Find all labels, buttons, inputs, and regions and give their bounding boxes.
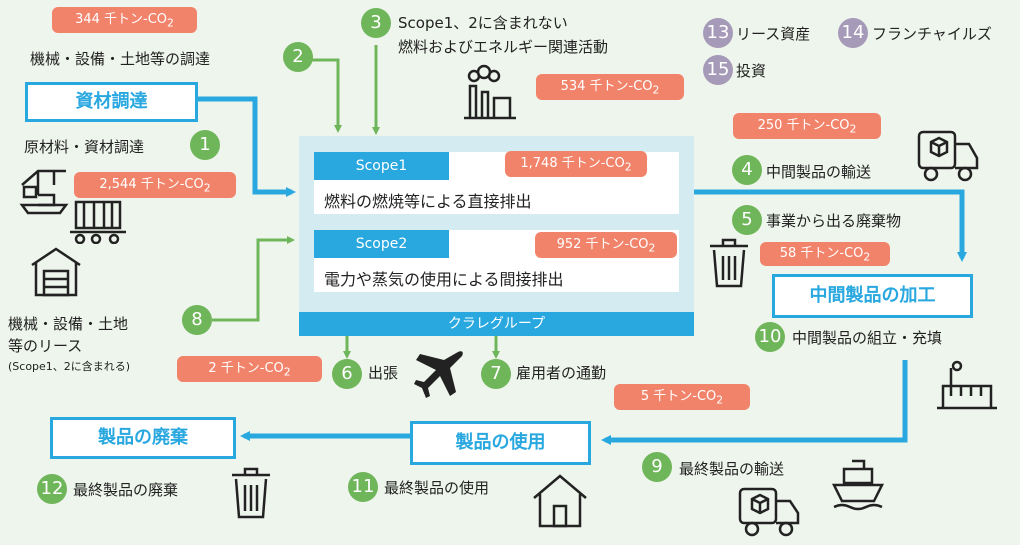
cargo-cart-icon <box>68 198 128 244</box>
cat3-number: 3 <box>361 8 391 38</box>
cat5-label: 事業から出る廃棄物 <box>766 212 902 230</box>
cat11-number: 11 <box>348 472 378 502</box>
cat12-number: 12 <box>37 474 67 504</box>
ship-icon <box>830 457 886 513</box>
scope2-description: 電力や蒸気の使用による間接排出 <box>324 270 564 289</box>
cat6-value-badge: 2 千トン-CO2 <box>177 356 322 382</box>
cat8-number: 8 <box>182 305 212 335</box>
cat3-value-badge: 534 千トン-CO2 <box>536 74 684 100</box>
cat4-number: 4 <box>732 155 762 185</box>
cat8-label-line2: 等のリース <box>8 337 83 355</box>
cat5-number: 5 <box>732 205 762 235</box>
group-label: クラレグループ <box>299 312 694 336</box>
processing-box: 中間製品の加工 <box>772 274 973 318</box>
cat13-number: 13 <box>703 18 733 48</box>
materials-box: 資材調達 <box>25 82 198 122</box>
cat6-label: 出張 <box>368 364 399 382</box>
scope2-value-badge: 952 千トン-CO2 <box>535 232 677 258</box>
cat1-number: 1 <box>190 130 220 160</box>
cat8-label-line1: 機械・設備・土地 <box>8 315 129 333</box>
cat10-label: 中間製品の組立・充填 <box>792 329 943 347</box>
scope1-description: 燃料の燃焼等による直接排出 <box>324 192 532 211</box>
cat1-label: 原材料・資材調達 <box>24 138 145 156</box>
scope2-panel: Scope2 電力や蒸気の使用による間接排出 <box>314 230 679 292</box>
house-icon <box>532 472 588 528</box>
trash-can-icon <box>230 465 272 519</box>
warehouse-icon <box>30 245 82 297</box>
factory-icon <box>460 62 520 120</box>
cat9-number: 9 <box>642 452 672 482</box>
plant-icon <box>935 360 999 412</box>
cat12-label: 最終製品の廃棄 <box>73 481 179 499</box>
cat14-number: 14 <box>838 18 868 48</box>
flow-processing-to-use <box>601 360 908 445</box>
cat7-number: 7 <box>481 359 511 389</box>
use-box: 製品の使用 <box>410 421 591 465</box>
scope2-tag: Scope2 <box>314 230 449 258</box>
cat2-value-badge: 344 千トン-CO2 <box>52 7 197 33</box>
flow-core-to-processing <box>694 189 967 262</box>
line-cat2 <box>300 58 342 133</box>
cat2-number: 2 <box>283 42 313 72</box>
line-cat8 <box>212 236 295 322</box>
cat7-value-badge: 5 千トン-CO2 <box>614 384 750 410</box>
delivery-truck-icon <box>736 483 802 539</box>
cat3-label-line2: 燃料およびエネルギー関連活動 <box>398 38 609 56</box>
cat15-number: 15 <box>703 55 733 85</box>
cat1-value-badge: 2,544 千トン-CO2 <box>74 172 236 198</box>
disposal-box: 製品の廃棄 <box>50 417 236 459</box>
cat14-label: フランチャイルズ <box>872 25 992 43</box>
cat2-label: 機械・設備・土地等の調達 <box>30 50 211 68</box>
cat11-label: 最終製品の使用 <box>384 479 490 497</box>
flow-materials-to-core <box>197 96 296 197</box>
cat13-label: リース資産 <box>736 25 811 43</box>
airplane-icon <box>410 348 466 400</box>
cat8-note: (Scope1、2に含まれる) <box>8 360 131 373</box>
scope1-tag: Scope1 <box>314 152 449 180</box>
cat9-label: 最終製品の輸送 <box>679 460 785 478</box>
cat4-label: 中間製品の輸送 <box>766 163 872 181</box>
cat4-value-badge: 250 千トン-CO2 <box>733 113 881 139</box>
delivery-truck-icon <box>915 124 981 184</box>
scope1-panel: Scope1 燃料の燃焼等による直接排出 <box>314 152 679 214</box>
cat7-label: 雇用者の通勤 <box>516 364 607 382</box>
cat10-number: 10 <box>755 322 785 352</box>
trash-can-icon <box>708 236 750 288</box>
cat3-label-line1: Scope1、2に含まれない <box>398 14 568 32</box>
cat5-value-badge: 58 千トン-CO2 <box>760 242 890 266</box>
port-crane-icon <box>18 165 70 215</box>
scope1-value-badge: 1,748 千トン-CO2 <box>505 151 647 177</box>
cat15-label: 投資 <box>736 62 767 80</box>
cat6-number: 6 <box>332 359 362 389</box>
